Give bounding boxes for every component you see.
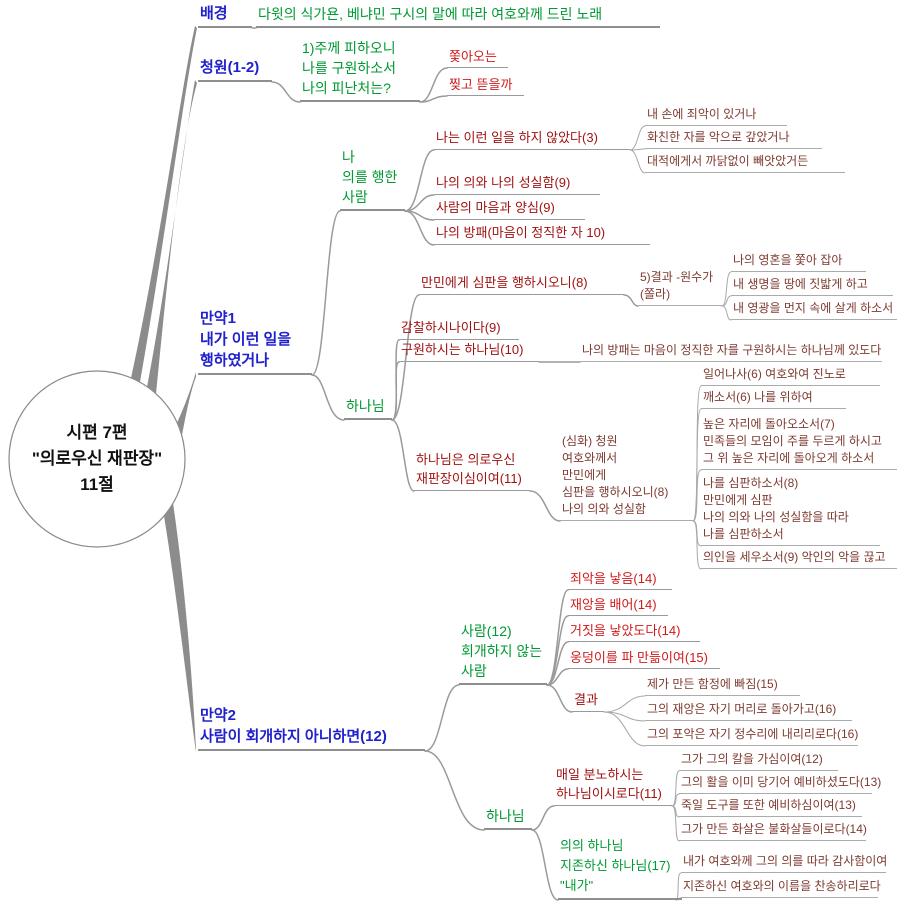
node-man-item-4[interactable]: 웅덩이를 파 만듦이여(15) [568,649,720,669]
leaf-anger-1[interactable]: 그가 그의 칼을 가심이여(12) [679,751,838,771]
leaf-anger-4[interactable]: 그가 만든 화살은 불화살들이로다(14) [679,821,867,841]
node-judge-detail[interactable]: (심화) 청원 여호와께서 만민에게 심판을 행하시오니(8) 나의 의와 성실… [560,433,693,521]
node-if2[interactable]: 만약2 사람이 회개하지 아니하면(12) [198,705,425,751]
leaf-judge-2[interactable]: 깨소서(6) 나를 위하여 [701,389,846,409]
leaf-anger-2[interactable]: 그의 활을 이미 당기어 예비하셨도다(13) [679,774,881,794]
node-man-item-3[interactable]: 거짓을 낳았도다(14) [568,622,700,642]
node-enemy-chasing[interactable]: 쫓아오는 [447,48,508,68]
node-if2-man[interactable]: 사람(12) 회개하지 않는 사람 [459,621,547,685]
node-righteous-judge[interactable]: 하나님은 의로우신 재판장이심이여(11) [414,450,530,491]
leaf-man-result-3[interactable]: 그의 포악은 자기 정수리에 내리리로다(16) [645,726,858,746]
leaf-enemy-2[interactable]: 내 생명을 땅에 짓밟게 하고 [731,276,893,296]
node-claim-innocent[interactable]: 나는 이런 일을 하지 않았다(3) [434,128,630,150]
node-if1-me[interactable]: 나 의를 행한 사람 [340,147,405,211]
node-enemy-tearing[interactable]: 찢고 뜯을까 [447,76,524,96]
branch-edges [251,27,639,901]
node-my-integrity[interactable]: 나의 의와 나의 성실함(9) [434,173,600,195]
leaf-claim-1[interactable]: 내 손에 죄악이 있거나 [645,106,787,126]
center-circle [8,370,186,548]
node-man-item-1[interactable]: 죄악을 낳음(14) [568,570,672,590]
node-if1[interactable]: 만약1 내가 이런 일을 행하였거나 [198,308,312,375]
node-background[interactable]: 배경 [198,3,252,28]
leaf-claim-2[interactable]: 화친한 자를 악으로 갚았거나 [645,129,822,149]
node-my-shield[interactable]: 나의 방패(마음이 정직한 자 10) [434,223,650,245]
leaf-claim-3[interactable]: 대적에게서 까닭없이 빼앗았거든 [645,153,845,173]
trunk-branches [131,26,197,752]
center-node[interactable]: 시편 7편 "의로우신 재판장" 11절 [31,423,163,494]
node-result-enemy[interactable]: 5)결과 -원수가 (쫄라) [638,269,722,306]
node-man-item-2[interactable]: 재앙을 배어(14) [568,596,668,616]
leaf-edges [603,125,732,901]
node-judges-all[interactable]: 만민에게 심판을 행하시오니(8) [419,273,624,295]
node-man-result[interactable]: 결과 [572,690,604,712]
leaf-judge-5[interactable]: 의인을 세우소서(9) 악인의 악을 끊고 [701,549,897,569]
node-god-of-righteousness[interactable]: 의의 하나님 지존하신 하나님(17) "내가" [558,836,682,900]
node-background-note[interactable]: 다윗의 식가욘, 베냐민 구시의 말에 따라 여호와께 드린 노래 [256,4,660,28]
node-god-2[interactable]: 하나님 [484,806,532,830]
leaf-praise-2[interactable]: 지존하신 여호와의 이름을 찬송하리로다 [681,878,881,898]
node-god-watches[interactable]: 감찰하시나이다(9) [399,318,519,340]
leaf-judge-3[interactable]: 높은 자리에 돌아오소서(7) 민족들의 모임이 주를 두르게 하시고 그 위 … [701,416,897,470]
node-petition[interactable]: 청원(1-2) [198,57,272,82]
leaf-shield-verse[interactable]: 나의 방패는 마음이 정직한 자를 구원하시는 하나님께 있도다 [580,342,882,362]
leaf-man-result-1[interactable]: 제가 만든 함정에 빠짐(15) [645,676,800,696]
node-saving-god[interactable]: 구원하시는 하나님(10) [399,340,539,362]
leaf-praise-1[interactable]: 내가 여호와께 그의 의를 따라 감사함이여 [681,853,887,873]
node-petition-plea[interactable]: 1)주께 피하오니 나를 구원하소서 나의 피난처는? [300,38,420,102]
node-angry-god[interactable]: 매일 분노하시는 하나님이시로다(11) [554,765,672,806]
leaf-man-result-2[interactable]: 그의 재앙은 자기 머리로 돌아가고(16) [645,701,852,721]
node-god-1[interactable]: 하나님 [344,396,392,420]
node-heart-conscience[interactable]: 사람의 마음과 양심(9) [434,198,585,220]
leaf-enemy-3[interactable]: 내 영광을 먼지 속에 살게 하소서 [731,300,897,320]
leaf-judge-4[interactable]: 나를 심판하소서(8) 만민에게 심판 나의 의와 나의 성실함을 따라 나를 … [701,475,880,546]
leaf-judge-1[interactable]: 일어나사(6) 여호와여 진노로 [701,366,880,386]
leaf-anger-3[interactable]: 죽일 도구를 또한 예비하심이여(13) [679,797,862,817]
leaf-enemy-1[interactable]: 나의 영혼을 쫓아 잡아 [731,252,866,272]
